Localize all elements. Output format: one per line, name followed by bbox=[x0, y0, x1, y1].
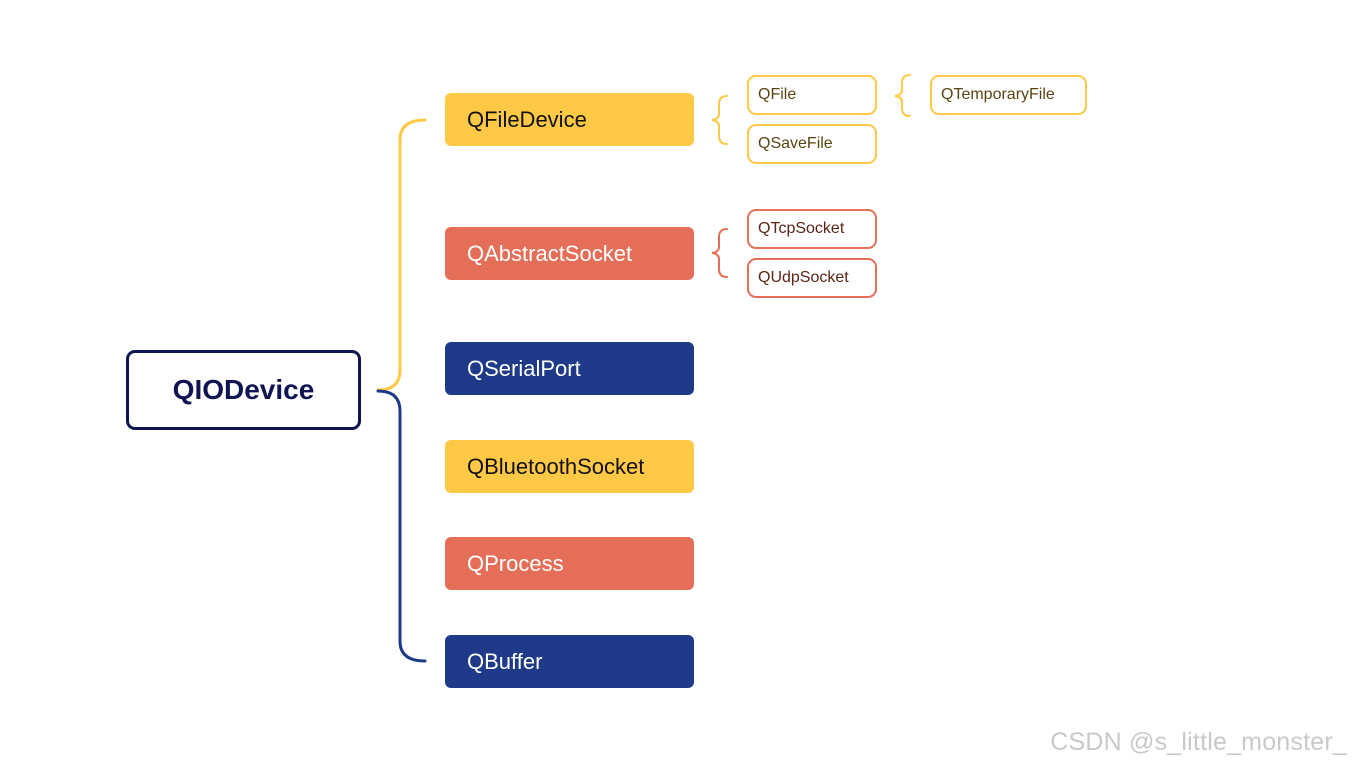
leaf-node-qsavefile: QSaveFile bbox=[747, 124, 877, 164]
leaf-node-label: QUdpSocket bbox=[758, 269, 849, 286]
child-node-label: QBuffer bbox=[467, 648, 543, 674]
child-node-qserialport: QSerialPort bbox=[445, 342, 694, 395]
child-node-qbuffer: QBuffer bbox=[445, 635, 694, 688]
child-node-label: QBluetoothSocket bbox=[467, 453, 645, 479]
file-brace bbox=[894, 74, 911, 117]
leaf-node-label: QSaveFile bbox=[758, 135, 833, 152]
leaf-node-label: QTemporaryFile bbox=[941, 86, 1055, 103]
child-node-qabstractsocket: QAbstractSocket bbox=[445, 227, 694, 280]
socket-brace bbox=[711, 228, 728, 278]
child-node-label: QFileDevice bbox=[467, 106, 587, 132]
child-node-qfiledevice: QFileDevice bbox=[445, 93, 694, 146]
child-node-label: QSerialPort bbox=[467, 355, 581, 381]
child-node-label: QProcess bbox=[467, 550, 564, 576]
child-node-label: QAbstractSocket bbox=[467, 240, 633, 266]
leaf-node-label: QTcpSocket bbox=[758, 220, 845, 237]
root-node-qiodevice: QIODevice bbox=[126, 350, 361, 430]
leaf-node-qfile: QFile bbox=[747, 75, 877, 115]
main-bracket-upper bbox=[376, 118, 427, 392]
leaf-node-qtcpsocket: QTcpSocket bbox=[747, 209, 877, 249]
file-device-brace bbox=[711, 95, 728, 145]
watermark-text: CSDN @s_little_monster_ bbox=[1050, 728, 1347, 756]
leaf-node-qudpsocket: QUdpSocket bbox=[747, 258, 877, 298]
child-node-qprocess: QProcess bbox=[445, 537, 694, 590]
leaf-node-label: QFile bbox=[758, 86, 797, 103]
root-node-label: QIODevice bbox=[172, 374, 315, 405]
leaf-node-qtemporaryfile: QTemporaryFile bbox=[930, 75, 1087, 115]
child-node-qbluetoothsocket: QBluetoothSocket bbox=[445, 440, 694, 493]
main-bracket-lower bbox=[376, 389, 427, 663]
